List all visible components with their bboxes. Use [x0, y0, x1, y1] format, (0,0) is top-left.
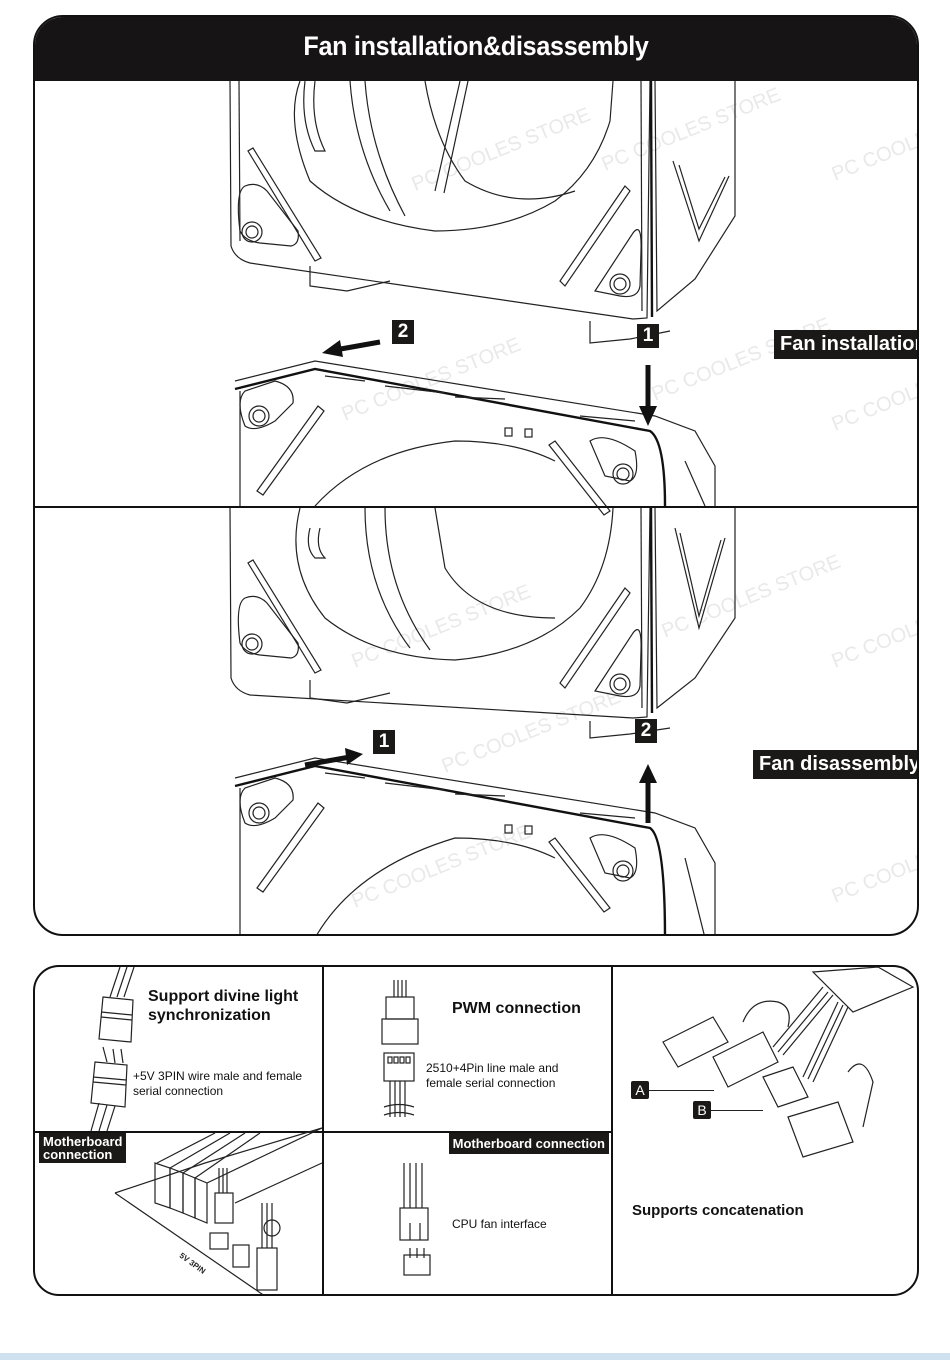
- cpu-fan-connector-illustration: [399, 1163, 431, 1276]
- concatenation-title: Supports concatenation: [632, 1202, 804, 1219]
- step-2-badge: 2: [635, 719, 657, 743]
- footer-band: [0, 1353, 950, 1360]
- fan-upper: [229, 80, 736, 344]
- pwm-desc-line1: 2510+4Pin line male and: [426, 1061, 559, 1075]
- pwm-description: 2510+4Pin line male and female serial co…: [426, 1061, 558, 1091]
- light-sync-desc-line2: serial connection: [133, 1084, 224, 1098]
- light-sync-description: +5V 3PIN wire male and female serial con…: [133, 1069, 302, 1099]
- watermark: PC COOLES STORE: [349, 821, 534, 913]
- panel-header: Fan installation&disassembly: [35, 17, 917, 81]
- tag-line1: Motherboard: [43, 1134, 123, 1149]
- fan-lower: [234, 757, 716, 934]
- fan-installation-illustration: PC COOLES STORE PC COOLES STORE PC COOLE…: [229, 80, 919, 516]
- callout-a-line: [649, 1090, 714, 1091]
- step-1-badge: 1: [373, 730, 395, 754]
- watermark: PC COOLES STORE: [409, 104, 594, 196]
- cpu-fan-cell: Motherboard connection CPU fan interface: [324, 1133, 611, 1294]
- tag-line2: connection: [43, 1147, 113, 1162]
- motherboard-connection-tag: Motherboard connection: [39, 1133, 127, 1163]
- connection-panel: Support divine light synchronization +5V…: [33, 965, 919, 1296]
- motherboard-illustration: [114, 1127, 323, 1294]
- light-sync-desc-line1: +5V 3PIN wire male and female: [133, 1069, 303, 1083]
- arrow-down-icon: [639, 365, 657, 426]
- watermark: PC COOLES STORE: [649, 314, 834, 406]
- pwm-title: PWM connection: [452, 1000, 581, 1017]
- callout-a-badge: A: [631, 1081, 649, 1099]
- pwm-cell: PWM connection 2510+4Pin line male and f…: [324, 967, 611, 1131]
- light-sync-title-line1: Support divine light: [148, 988, 299, 1005]
- cpu-fan-interface-label: CPU fan interface: [452, 1217, 547, 1231]
- arrow-right-icon: [304, 748, 363, 768]
- concatenation-cell: A B Supports concatenation: [613, 967, 917, 1294]
- fan-lower: [234, 360, 716, 516]
- fan-disassembly-label: Fan disassembly: [753, 750, 917, 779]
- motherboard-3pin-cell: Motherboard connection 5V 3PIN: [35, 1127, 323, 1294]
- grid-divider: [611, 967, 613, 1294]
- light-sync-title: Support divine light synchronization: [148, 987, 298, 1025]
- watermark: PC COOLES STORE: [829, 816, 919, 908]
- watermark: PC COOLES STORE: [829, 581, 919, 673]
- fan-installation-label: Fan installation: [774, 330, 917, 359]
- grid-divider: [322, 967, 324, 1294]
- 3pin-connector-illustration: [90, 967, 135, 1132]
- grid-divider: [35, 1131, 613, 1133]
- watermark: PC COOLES STORE: [659, 551, 844, 643]
- light-sync-cell: Support divine light synchronization +5V…: [35, 967, 322, 1132]
- light-sync-title-line2: synchronization: [148, 1007, 271, 1024]
- 4pin-connector-illustration: [381, 980, 419, 1117]
- motherboard-connection-tag: Motherboard connection: [448, 1133, 609, 1154]
- pwm-desc-line2: female serial connection: [426, 1076, 556, 1090]
- section-divider: [35, 506, 917, 508]
- watermark: PC COOLES STORE: [599, 84, 784, 176]
- fan-upper: [229, 507, 736, 739]
- callout-b-line: [711, 1110, 763, 1111]
- step-2-badge: 2: [392, 320, 414, 344]
- arrow-up-icon: [639, 764, 657, 823]
- arrow-left-icon: [322, 339, 381, 357]
- splitter-cable-illustration: [662, 967, 915, 1158]
- watermark: PC COOLES STORE: [829, 94, 919, 186]
- fan-disassembly-illustration: PC COOLES STORE PC COOLES STORE PC COOLE…: [229, 507, 919, 934]
- page-title: Fan installation&disassembly: [303, 31, 649, 61]
- step-1-badge: 1: [637, 324, 659, 348]
- callout-b-badge: B: [693, 1101, 711, 1119]
- watermark: PC COOLES STORE: [439, 686, 624, 778]
- installation-panel: Fan installation&disassembly PC COOLES S…: [33, 15, 919, 936]
